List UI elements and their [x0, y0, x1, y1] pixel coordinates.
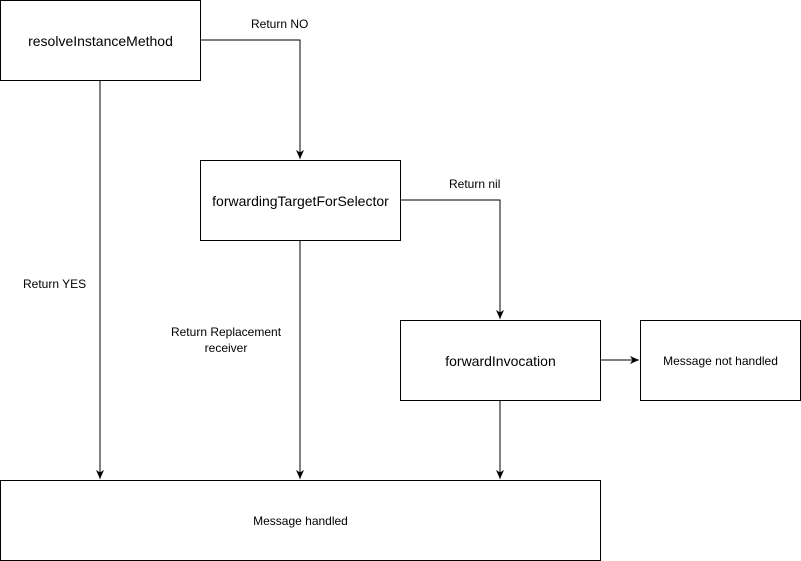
node-label: forwardingTargetForSelector — [212, 192, 389, 209]
node-label: forwardInvocation — [445, 352, 556, 369]
edge-return-no — [201, 39, 304, 159]
node-forwarding-target-for-selector: forwardingTargetForSelector — [200, 160, 401, 241]
edge-label-return-yes: Return YES — [23, 276, 87, 292]
node-label: Message handled — [253, 513, 348, 528]
edge-label-return-replacement-receiver: Return Replacement receiver — [160, 324, 292, 356]
node-message-handled: Message handled — [0, 480, 601, 561]
edge-label-return-nil: Return nil — [449, 176, 501, 192]
node-label: resolveInstanceMethod — [28, 32, 173, 49]
node-message-not-handled: Message not handled — [640, 320, 801, 401]
node-forward-invocation: forwardInvocation — [400, 320, 601, 401]
node-resolve-instance-method: resolveInstanceMethod — [0, 0, 201, 81]
node-label: Message not handled — [663, 353, 778, 368]
edge-label-return-no: Return NO — [251, 16, 309, 32]
edge-return-nil — [401, 199, 504, 319]
